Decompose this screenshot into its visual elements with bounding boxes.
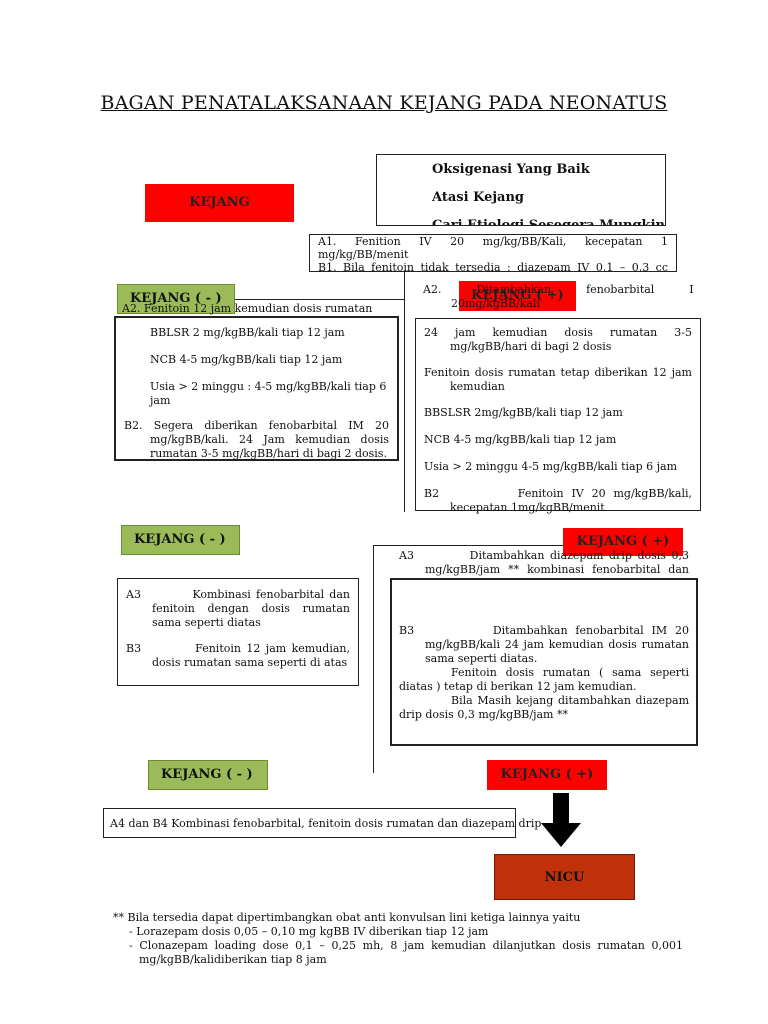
- connector-vertical-main: [404, 262, 405, 512]
- kejang-negative-1: KEJANG ( - ): [117, 284, 235, 314]
- right1-item-4: NCB 4-5 mg/kgBB/kali tiap 12 jam: [424, 433, 617, 446]
- left1-treatment-box: BBLSR 2 mg/kgBB/kali tiap 12 jam NCB 4-5…: [114, 316, 399, 461]
- right2-treatment-box: [390, 578, 698, 746]
- a1-text: A1. Fenition IV 20 mg/kg/BB/Kali, kecepa…: [318, 235, 668, 261]
- connector-vertical-second: [373, 545, 374, 773]
- down-arrow-icon: [541, 793, 581, 847]
- footnote-item-1: - Lorazepam dosis 0,05 – 0,10 mg kgBB IV…: [129, 925, 489, 938]
- a4-treatment-box: A4 dan B4 Kombinasi fenobarbital, fenito…: [103, 808, 541, 838]
- left1-item-1: BBLSR 2 mg/kgBB/kali tiap 12 jam: [150, 326, 345, 339]
- step-find-etiology: Cari Etiologi Sesegera Mungkin: [432, 218, 665, 226]
- right1-item-3: BBSLSR 2mg/kgBB/kali tiap 12 jam: [424, 406, 623, 419]
- kejang-start-box: KEJANG: [145, 184, 294, 222]
- a1-treatment-box: A1. Fenition IV 20 mg/kg/BB/Kali, kecepa…: [309, 234, 677, 272]
- right2-b3-line3: Bila Masih kejang ditambahkan diazepam d…: [399, 694, 689, 721]
- step-stop-seizure: Atasi Kejang: [432, 190, 525, 205]
- right1-treatment-box: 24 jam kemudian dosis rumatan 3-5 mg/kgB…: [415, 318, 701, 514]
- kejang-positive-2: KEJANG ( +): [563, 528, 683, 556]
- connector-horizontal-second: [373, 545, 563, 546]
- page-title: BAGAN PENATALAKSANAAN KEJANG PADA NEONAT…: [100, 92, 668, 114]
- step-oxygenation: Oksigenasi Yang Baik: [432, 162, 590, 177]
- left1-item-2: NCB 4-5 mg/kgBB/kali tiap 12 jam: [150, 353, 343, 366]
- nicu-box: NICU: [494, 854, 635, 900]
- right1-a2-cont: 20mg/kgBB/kali: [451, 297, 541, 310]
- left2-a3-text: A3 Kombinasi fenobarbital dan fenitoin d…: [126, 588, 354, 629]
- left1-item-3: Usia > 2 minggu : 4-5 mg/kgBB/kali tiap …: [150, 380, 387, 407]
- right1-a2-head: A2. Ditambahkan fenobarbital IM: [423, 283, 693, 296]
- right2-b3-text: B3 Ditambahkan fenobarbital IM 20 mg/kgB…: [399, 624, 689, 665]
- kejang-negative-3: KEJANG ( - ): [148, 760, 268, 790]
- right1-item-5: Usia > 2 minggu 4-5 mg/kgBB/kali tiap 6 …: [424, 460, 678, 473]
- footnote-item-2: - Clonazepam loading dose 0,1 – 0,25 mh,…: [129, 939, 683, 966]
- left1-a2-text: A2. Fenitoin 12 jam kemudian dosis rumat…: [122, 302, 373, 315]
- right2-b3-block: B3 Ditambahkan fenobarbital IM 20 mg/kgB…: [399, 624, 689, 722]
- right1-item-1: 24 jam kemudian dosis rumatan 3-5 mg/kgB…: [424, 326, 692, 353]
- left1-b2-text: B2. Segera diberikan fenobarbital IM 20 …: [124, 419, 389, 460]
- right1-b2-text: B2 Fenitoin IV 20 mg/kgBB/kali, kecepata…: [424, 487, 696, 514]
- connector-horizontal-top: [232, 299, 404, 300]
- right1-item-2: Fenitoin dosis rumatan tetap diberikan 1…: [424, 366, 692, 393]
- kejang-positive-3: KEJANG ( +): [487, 760, 607, 790]
- footnote-intro: ** Bila tersedia dapat dipertimbangkan o…: [113, 911, 581, 924]
- kejang-positive-1: KEJANG ( +): [459, 281, 576, 311]
- right2-b3-line2: Fenitoin dosis rumatan ( sama seperti di…: [399, 666, 689, 693]
- footnote: ** Bila tersedia dapat dipertimbangkan o…: [113, 911, 683, 967]
- b1-text: B1. Bila fenitoin tidak tersedia : diaze…: [318, 261, 668, 272]
- left2-b3-text: B3 Fenitoin 12 jam kemudian, dosis rumat…: [126, 642, 354, 669]
- initial-steps-box: Oksigenasi Yang Baik Atasi Kejang Cari E…: [376, 154, 666, 226]
- left2-treatment-box: A3 Kombinasi fenobarbital dan fenitoin d…: [117, 578, 359, 686]
- kejang-negative-2: KEJANG ( - ): [121, 525, 240, 555]
